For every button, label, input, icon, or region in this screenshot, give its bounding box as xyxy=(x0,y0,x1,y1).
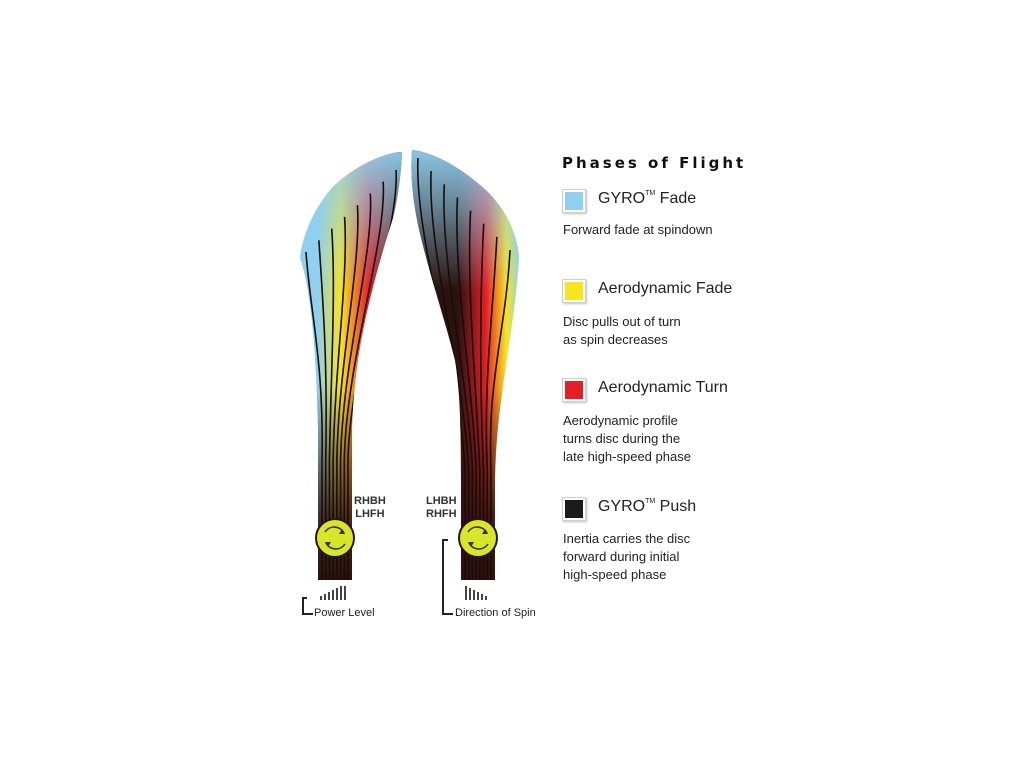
legend-title: Phases of Flight xyxy=(562,154,747,172)
right-path-line-7 xyxy=(485,236,498,580)
right-path-line-6 xyxy=(479,223,485,580)
gyro-fade-label: GYROTM Fade xyxy=(598,190,697,207)
gyro-push-swatch-fill xyxy=(565,500,583,518)
right-path-line-3 xyxy=(443,184,474,580)
left-path-line-1 xyxy=(305,251,323,580)
gyro-fade-swatch xyxy=(562,189,586,213)
aerodynamic-turn-description: Aerodynamic profile turns disc during th… xyxy=(563,413,691,464)
left-path-line-6 xyxy=(339,193,372,580)
power-level-caption: Power Level xyxy=(314,607,375,619)
aerodynamic-turn-swatch-fill xyxy=(565,381,583,399)
aerodynamic-turn-swatch xyxy=(562,378,586,402)
right-path-line-2 xyxy=(430,171,470,580)
left-hand-label-lhfh: LHFH xyxy=(355,508,385,520)
direction-of-spin-caption: Direction of Spin xyxy=(455,607,536,619)
gyro-fade-description: Forward fade at spindown xyxy=(563,222,713,237)
right-path-fade-shading xyxy=(411,150,519,580)
gyro-push-label: GYROTM Push xyxy=(598,498,697,515)
left-path-fade-shading xyxy=(300,152,402,580)
gyro-push-description: Inertia carries the disc forward during … xyxy=(563,531,691,582)
right-hand-label-rhfh: RHFH xyxy=(426,508,457,520)
aerodynamic-turn-label: Aerodynamic Turn xyxy=(598,379,728,396)
left-hand-label: RHBH LHFH xyxy=(354,495,386,521)
direction-of-spin-bars-icon xyxy=(465,586,487,600)
right-path-lines xyxy=(416,157,511,580)
left-path-line-4 xyxy=(332,216,347,580)
right-hand-label: LHBH RHFH xyxy=(426,495,457,521)
right-disc-icon xyxy=(458,518,498,558)
left-path-line-2 xyxy=(318,240,327,580)
aerodynamic-fade-swatch-fill xyxy=(565,282,583,300)
gyro-fade-swatch-fill xyxy=(565,192,583,210)
left-disc-icon xyxy=(315,518,355,558)
aerodynamic-fade-description: Disc pulls out of turn as spin decreases xyxy=(563,314,681,347)
left-flight-path xyxy=(300,152,402,580)
right-path-line-8 xyxy=(489,249,511,580)
left-path-line-3 xyxy=(328,228,335,580)
right-path-line-4 xyxy=(456,197,477,580)
left-path-line-5 xyxy=(336,205,359,580)
gyro-push-swatch xyxy=(562,497,586,521)
power-level-bracket xyxy=(302,597,313,615)
power-level-bars-icon xyxy=(320,586,346,600)
right-hand-label-lhbh: LHBH xyxy=(426,495,457,507)
aerodynamic-fade-swatch xyxy=(562,279,586,303)
aerodynamic-fade-label: Aerodynamic Fade xyxy=(598,280,733,297)
right-path-line-5 xyxy=(468,210,481,580)
direction-of-spin-bracket xyxy=(442,539,453,615)
right-flight-path xyxy=(411,150,519,580)
left-hand-label-rhbh: RHBH xyxy=(354,495,386,507)
left-path-line-7 xyxy=(343,181,385,580)
